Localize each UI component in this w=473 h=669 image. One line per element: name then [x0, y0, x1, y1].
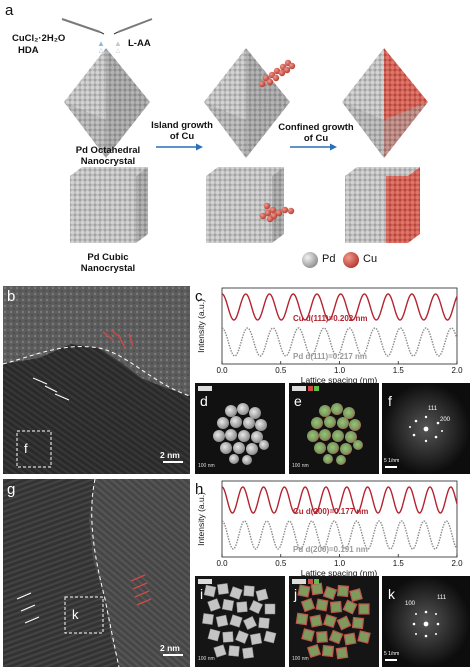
panel-k-label: k	[388, 586, 395, 602]
panel-k-scale: 5 1/nm	[384, 651, 400, 657]
pd-octahedral-label: Pd Octahedral Nanocrystal	[58, 145, 158, 167]
confined-growth-line2: of Cu	[303, 133, 329, 144]
pipette-right	[113, 18, 153, 35]
panel-i-haadf: i 100 nm	[195, 576, 285, 667]
reagent-laa: L-AA	[128, 38, 151, 49]
panel-b-scale: 2 nm	[160, 450, 180, 460]
chart-c-series-cu	[221, 293, 458, 321]
svg-text:△: △	[99, 48, 104, 54]
legend-pd-ball	[302, 252, 318, 268]
pipette-left	[61, 18, 105, 35]
cu-cube-cluster	[259, 202, 295, 223]
panel-g-label: g	[7, 481, 16, 498]
arrow-island-growth	[156, 143, 203, 151]
cube-confined	[345, 167, 420, 243]
pd-cubic-line2: Nanocrystal	[80, 263, 136, 274]
chart-c-series-pd	[221, 327, 458, 357]
chart-h-tick-label: 1.0	[334, 559, 346, 568]
svg-text:▲: ▲	[97, 39, 105, 48]
panel-c-label: c	[195, 288, 203, 305]
panel-j-eds: j 100 nm	[289, 576, 379, 667]
arrow-confined-growth	[290, 143, 337, 151]
island-growth-line2: of Cu	[169, 131, 195, 142]
island-growth-label: Island growth of Cu	[140, 120, 224, 142]
island-growth-line1: Island growth	[151, 120, 213, 131]
panel-i-label: i	[200, 586, 204, 602]
pd-cube	[70, 167, 148, 243]
chart-c-legend-cu: Cu d(111)=0.202 nm	[293, 314, 367, 323]
chart-c-tick-label: 1.5	[393, 366, 405, 375]
cu-island-cluster	[258, 59, 296, 88]
panel-e-label: e	[294, 393, 302, 409]
pd-cubic-label: Pd Cubic Nanocrystal	[58, 252, 158, 274]
cube-island	[206, 167, 295, 243]
chart-h: 0.0 0.5 1.0 1.5 2.0 Cu d(200)=0.177 nm Pd d(…	[196, 480, 463, 577]
chart-h-tick-label: 0.0	[216, 559, 228, 568]
legend-pd-text: Pd	[322, 253, 336, 265]
panel-h-label: h	[195, 481, 204, 498]
panel-f-label: f	[388, 393, 392, 409]
panel-f-scale: 5 1/nm	[384, 458, 400, 464]
chart-h-tick-label: 0.5	[275, 559, 287, 568]
svg-text:△: △	[116, 48, 121, 54]
panel-a-label: a	[5, 2, 14, 19]
svg-text:▲: ▲	[114, 39, 122, 48]
chart-h-ylabel: Intensity (a.u.)	[196, 492, 206, 546]
panel-g-hrtem: g k 2 nm	[3, 479, 190, 667]
pd-octahedron	[64, 48, 150, 158]
chart-h-tick-label: 2.0	[451, 559, 463, 568]
panel-d-scale: 100 nm	[198, 463, 215, 469]
legend-cu-text: Cu	[363, 253, 378, 265]
chart-c-ylabel: Intensity (a.u.)	[196, 299, 206, 353]
panel-e-eds: e 100 nm	[289, 383, 379, 474]
panel-k-spot-100: 100	[405, 601, 416, 607]
chart-c-tick-label: 2.0	[451, 366, 463, 375]
panel-b-label: b	[7, 288, 16, 305]
chart-c-legend-pd: Pd d(111)=0.217 nm	[293, 352, 367, 361]
panel-k-fft: k 100 111 5 1/nm	[382, 576, 470, 667]
panel-j-label: j	[294, 586, 298, 602]
panel-g-inset-label: k	[72, 607, 79, 622]
octahedron-island	[204, 48, 296, 158]
chart-c-xlabel: Lattice spacing (nm)	[301, 375, 378, 384]
panel-f-spot-111: 111	[428, 406, 438, 412]
panel-e-scale: 100 nm	[292, 463, 309, 469]
chart-c-tick-label: 1.0	[334, 366, 346, 375]
chart-c-tick-label: 0.0	[216, 366, 228, 375]
pd-cubic-line1: Pd Cubic	[87, 252, 129, 263]
panel-g-scale: 2 nm	[160, 643, 180, 653]
panel-f-spot-200: 200	[440, 417, 451, 423]
chart-h-series-cu	[221, 486, 458, 514]
chart-c-ticks: 0.0 0.5 1.0 1.5 2.0	[216, 361, 463, 375]
reagent-cucl2: CuCl₂·2H₂O	[12, 33, 66, 44]
panel-b-hrtem: b f 2 nm	[3, 286, 190, 474]
panel-k-spot-111: 111	[437, 595, 447, 601]
chart-c: 0.0 0.5 1.0 1.5 2.0 Cu d(111)=0.202 nm Pd d(…	[196, 287, 463, 384]
panel-d-label: d	[200, 393, 208, 409]
panel-j-scale: 100 nm	[292, 656, 309, 662]
octahedron-confined	[342, 48, 428, 158]
chart-c-tick-label: 0.5	[275, 366, 287, 375]
chart-h-tick-label: 1.5	[393, 559, 405, 568]
pd-octahedral-line1: Pd Octahedral	[75, 145, 141, 156]
panel-b-inset-label: f	[24, 441, 28, 456]
pd-octahedral-line2: Nanocrystal	[80, 156, 136, 167]
confined-growth-line1: Confined growth	[278, 122, 354, 133]
confined-growth-label: Confined growth of Cu	[270, 122, 362, 144]
schematic-svg: ▲ △ ▲ △	[61, 18, 428, 268]
chart-h-xlabel: Lattice spacing (nm)	[301, 568, 378, 577]
panel-i-scale: 100 nm	[198, 656, 215, 662]
chart-h-legend-pd: Pd d(200)=0.191 nm	[293, 545, 368, 554]
panel-f-fft: f 111 200 5 1/nm	[382, 383, 470, 474]
reagent-hda: HDA	[18, 45, 39, 56]
chart-h-ticks: 0.0 0.5 1.0 1.5 2.0	[216, 554, 463, 568]
chart-h-legend-cu: Cu d(200)=0.177 nm	[293, 507, 368, 516]
panel-d-haadf: d 100 nm	[195, 383, 285, 474]
legend-cu-ball	[343, 252, 359, 268]
